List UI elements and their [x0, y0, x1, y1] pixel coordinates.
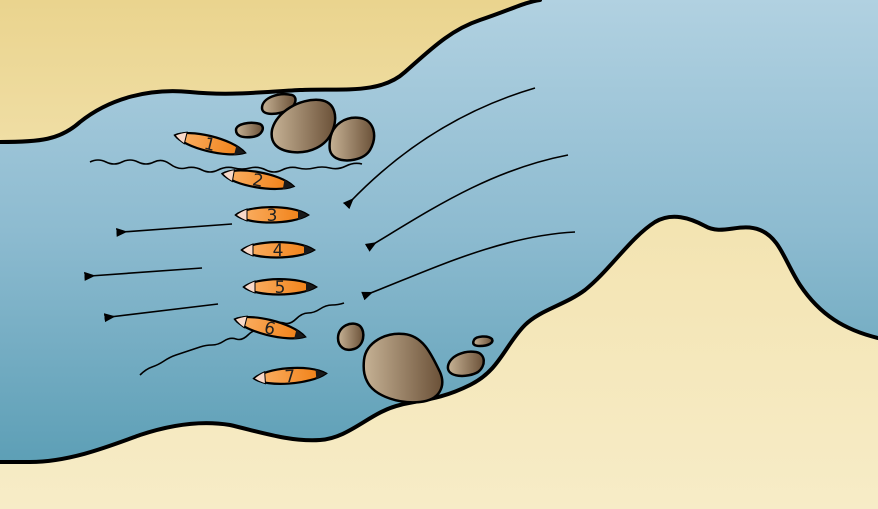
boat-number-label: 7 [284, 367, 296, 388]
boat-number-label: 4 [273, 241, 284, 261]
rock [473, 336, 492, 346]
boat-number-label: 3 [267, 206, 278, 226]
rock [338, 324, 363, 350]
boat-number-label: 5 [275, 278, 286, 298]
rock [236, 123, 263, 137]
